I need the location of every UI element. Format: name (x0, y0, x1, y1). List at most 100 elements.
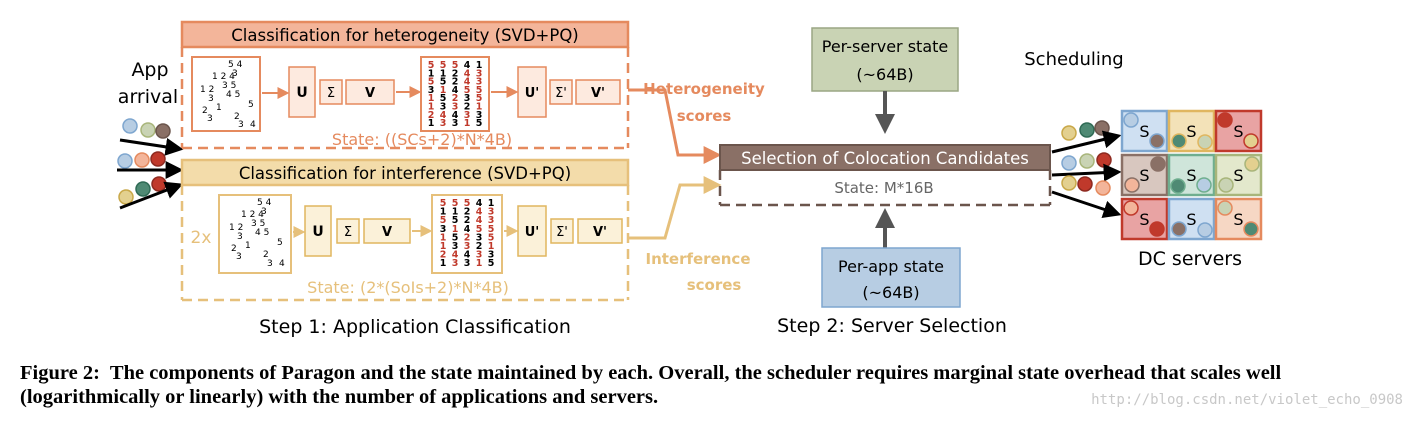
dense-matrix-cell: 1 (476, 60, 483, 71)
dense-matrix-cell: 2 (476, 241, 483, 252)
dense-matrix-cell: 4 (464, 224, 471, 235)
app-arrival-label-line1: App (131, 59, 168, 81)
dense-matrix-cell: 5 (440, 60, 447, 71)
svg-text:Σ: Σ (327, 86, 335, 101)
app-ball (1243, 133, 1259, 149)
incoming-apps (117, 118, 184, 210)
dense-matrix-cell: 5 (440, 215, 447, 226)
dense-matrix-cell: 3 (464, 93, 471, 104)
dense-matrix-cell: 2 (428, 110, 435, 121)
svg-text:3: 3 (237, 232, 243, 242)
dense-matrix-cell: 1 (476, 102, 483, 113)
app-ball (1123, 200, 1139, 216)
dense-matrix-cell: 3 (476, 250, 483, 261)
dense-matrix-cell: 4 (464, 250, 471, 261)
svg-text:1 2 4: 1 2 4 (212, 72, 235, 82)
het-v2-matrix (575, 79, 621, 105)
app-ball (1218, 177, 1234, 193)
svg-text:Σ': Σ' (555, 86, 567, 101)
dense-matrix-cell: 4 (476, 215, 483, 226)
svg-text:(~64B): (~64B) (862, 283, 919, 302)
dense-matrix-cell: 4 (464, 77, 471, 88)
dense-matrix-cell: 5 (440, 77, 447, 88)
svg-text:1: 1 (245, 241, 251, 251)
int-v-matrix (363, 218, 411, 244)
int-sigma2-matrix (550, 218, 574, 244)
app-ball (1197, 134, 1213, 150)
dense-matrix-cell: 2 (464, 232, 471, 243)
app-ball (1149, 133, 1165, 149)
svg-text:4 5: 4 5 (226, 90, 240, 100)
interference-title: Classification for interference (SVD+PQ) (239, 164, 571, 183)
app-ball (1217, 112, 1233, 128)
dense-matrix-cell: 1 (476, 258, 483, 269)
dense-matrix-cell: 3 (464, 258, 471, 269)
svg-text:V': V' (591, 86, 605, 101)
svg-text:5: 5 (277, 238, 283, 248)
dense-matrix-cell: 5 (440, 198, 447, 209)
het-scores-line2: scores (677, 107, 732, 125)
server-label: S (1233, 122, 1243, 141)
dense-matrix-cell: 3 (452, 241, 459, 252)
server-label: S (1186, 166, 1196, 185)
dense-matrix-cell: 2 (464, 207, 471, 218)
per-app-state-box: Per-app state (~64B) (821, 247, 961, 308)
dense-matrix-cell: 1 (440, 232, 447, 243)
svg-text:2: 2 (202, 106, 208, 116)
dc-servers-label: DC servers (1138, 248, 1242, 270)
step1-label: Step 1: Application Classification (259, 316, 571, 338)
dense-matrix-cell: 5 (452, 232, 459, 243)
interference-multiplier: 2x (191, 228, 212, 248)
dense-matrix-cell: 1 (452, 207, 459, 218)
int-v2-matrix (577, 218, 623, 244)
het-state: State: ((SCs+2)*N*4B) (332, 130, 512, 149)
app-ball (1123, 112, 1139, 128)
dense-matrix-cell: 4 (440, 110, 447, 121)
dense-matrix-cell: 3 (440, 224, 447, 235)
svg-text:4 5: 4 5 (255, 228, 269, 238)
int-scores-line2: scores (687, 276, 742, 294)
svg-text:2: 2 (231, 244, 237, 254)
svg-text:2: 2 (234, 112, 240, 122)
dense-matrix-cell: 3 (476, 110, 483, 121)
dense-matrix-cell: 5 (464, 198, 471, 209)
dense-matrix-cell: 5 (476, 93, 483, 104)
het-v-matrix (345, 79, 395, 105)
svg-text:Per-server state: Per-server state (822, 37, 949, 56)
dense-matrix-cell: 3 (476, 77, 483, 88)
server-label: S (1139, 122, 1149, 141)
interference-classification: Classification for interference (SVD+PQ)… (180, 158, 630, 302)
interference-title-bar (180, 158, 630, 187)
het-sigma-matrix (319, 79, 343, 105)
svg-text:3: 3 (232, 69, 238, 79)
dense-matrix-cell: 3 (428, 85, 435, 96)
app-ball (1150, 156, 1166, 172)
svg-text:(~64B): (~64B) (856, 65, 913, 84)
dense-matrix-cell: 3 (464, 110, 471, 121)
dense-matrix-cell: 1 (428, 93, 435, 104)
dense-matrix-cell: 5 (476, 118, 483, 129)
dense-matrix-cell: 1 (440, 207, 447, 218)
server-label: S (1233, 210, 1243, 229)
het-dense-matrix (420, 56, 490, 132)
svg-text:U: U (312, 224, 323, 240)
svg-text:3: 3 (267, 259, 273, 269)
svg-text:Σ': Σ' (556, 225, 568, 240)
dense-matrix-cell: 5 (452, 60, 459, 71)
dense-matrix-cell: 5 (488, 258, 495, 269)
app-ball (1149, 221, 1165, 237)
app-ball (1124, 177, 1140, 193)
watermark: http://blog.csdn.net/violet_echo_0908 (1091, 392, 1403, 408)
het-u-matrix (288, 66, 316, 118)
dense-matrix-cell: 1 (440, 85, 447, 96)
dense-matrix-cell: 5 (428, 77, 435, 88)
dense-matrix-cell: 1 (488, 241, 495, 252)
dense-matrix-cell: 1 (428, 68, 435, 79)
svg-text:U: U (296, 85, 307, 101)
dense-matrix-cell: 5 (440, 93, 447, 104)
server-label: S (1233, 166, 1243, 185)
per-server-state-box: Per-server state (~64B) (811, 27, 959, 92)
dense-matrix-cell: 2 (464, 215, 471, 226)
dense-matrix-cell: 4 (452, 110, 459, 121)
server-label: S (1139, 166, 1149, 185)
